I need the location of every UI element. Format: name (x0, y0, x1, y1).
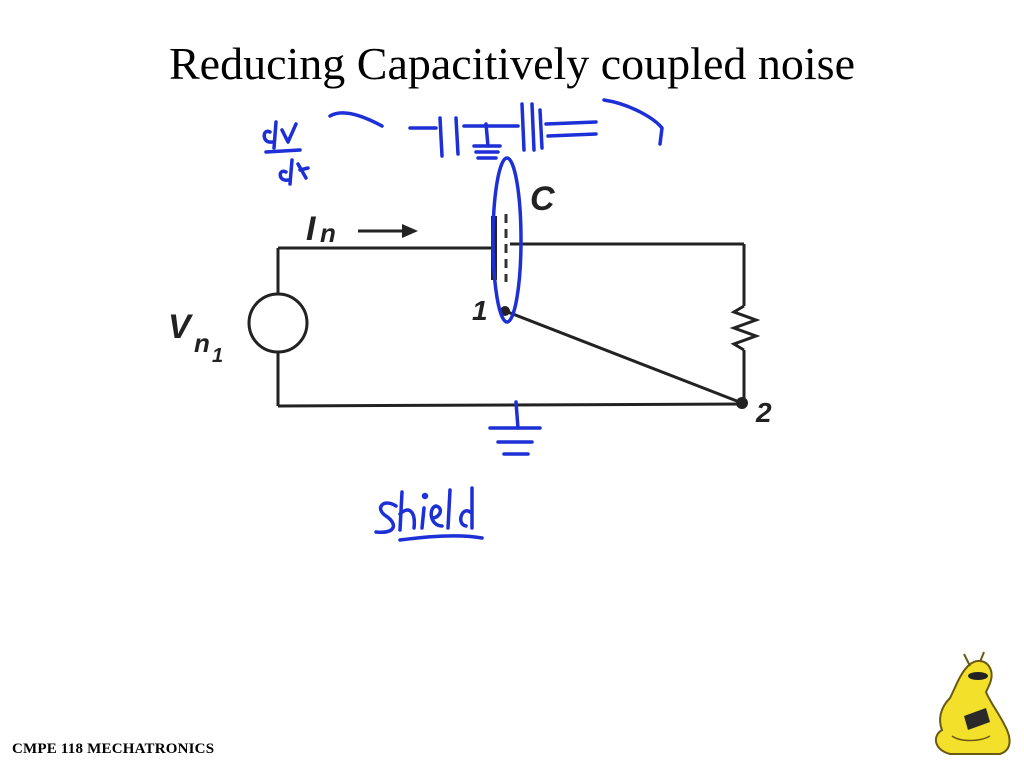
bottom-wire (277, 402, 745, 408)
node-2-label: 2 (755, 397, 772, 428)
handwritten-arrow-stroke (328, 111, 384, 128)
current-label: I (306, 210, 317, 248)
source-subscript: n (194, 328, 210, 358)
handwritten-ground-bottom (488, 400, 542, 456)
footer-course-name: CMPE 118 MECHATRONICS (12, 741, 215, 757)
handwritten-dvdt (262, 120, 310, 186)
circuit-wiring (276, 242, 761, 408)
source-label: V (168, 308, 194, 346)
coupling-path (504, 309, 743, 405)
banana-slug-mascot (934, 651, 1011, 755)
slide-title: Reducing Capacitively coupled noise (169, 38, 855, 89)
current-arrow (358, 224, 418, 238)
handwritten-shield-word (374, 486, 484, 542)
voltage-source (247, 292, 309, 354)
capacitor-label: C (530, 180, 555, 218)
node-2-dot (736, 397, 748, 409)
handwritten-shield-cap (408, 98, 664, 160)
current-subscript: n (320, 218, 336, 248)
handwritten-capacitor-circle (491, 156, 523, 324)
resistor (729, 304, 761, 352)
source-subscript-2: 1 (212, 345, 223, 367)
node-1-label: 1 (472, 295, 488, 326)
handwritten-annotations (262, 98, 664, 542)
